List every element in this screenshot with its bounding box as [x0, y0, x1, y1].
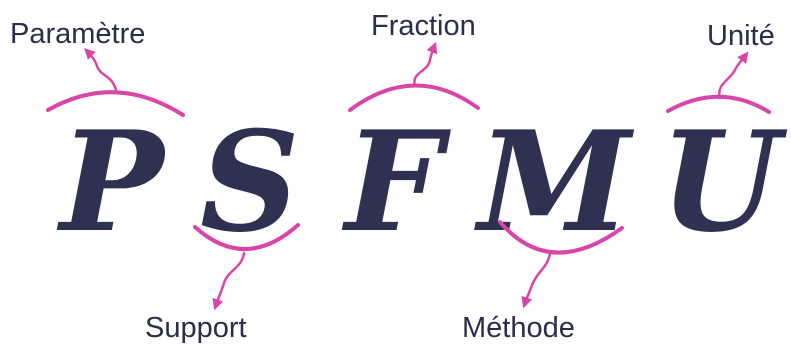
connector-parametre: [84, 48, 118, 92]
label-parametre: Paramètre: [10, 18, 146, 50]
label-fraction: Fraction: [371, 10, 476, 42]
connector-fraction: [413, 41, 438, 88]
letter-p: P: [56, 100, 168, 263]
connector-support: [212, 251, 246, 311]
label-unite: Unité: [707, 20, 775, 52]
bracket-methode: [498, 220, 624, 255]
label-methode: Méthode: [462, 312, 575, 344]
connector-unite: [718, 51, 749, 100]
label-support: Support: [145, 312, 247, 344]
bracket-support: [193, 223, 300, 251]
connector-methode: [521, 252, 552, 309]
letter-f: F: [341, 100, 451, 263]
letter-s: S: [200, 100, 300, 263]
letter-u: U: [660, 100, 788, 263]
letter-m: M: [474, 100, 635, 263]
bracket-parametre: [46, 90, 185, 117]
